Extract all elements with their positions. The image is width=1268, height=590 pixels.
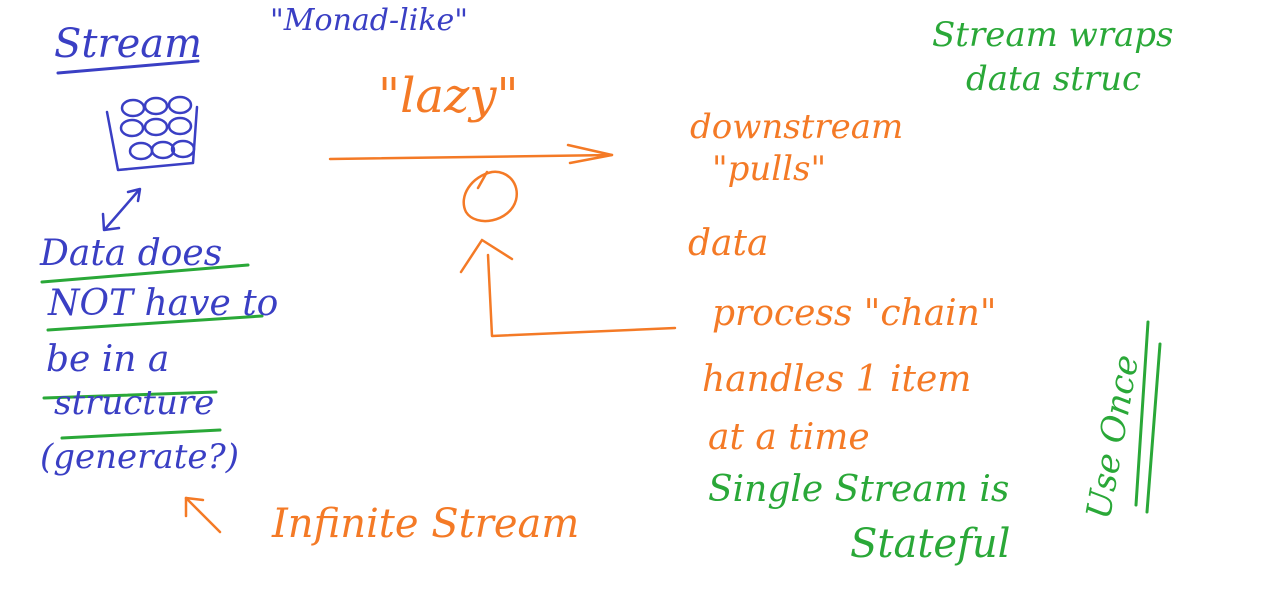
process-chain-line-2: handles 1 item	[702, 359, 972, 400]
data-note-underline-4	[60, 428, 222, 440]
single-stream-line-1: Single Stream is	[708, 469, 1010, 510]
data-note-underline-3	[42, 390, 218, 400]
stream-title: Stream	[54, 21, 203, 67]
monad-like-label: "Monad-like"	[270, 3, 469, 38]
stream-wraps-line-2: data struc	[966, 59, 1142, 99]
data-note-line-1: Data does	[40, 233, 223, 274]
data-container-icon	[105, 95, 199, 172]
infinite-stream-label: Infinite Stream	[272, 501, 580, 547]
process-chain-line-1: process "chain"	[712, 293, 997, 334]
stream-wraps-line-1: Stream wraps	[932, 15, 1174, 55]
stream-underline	[56, 59, 200, 75]
downstream-line-1: downstream	[690, 107, 904, 147]
infinite-stream-arrow	[184, 496, 222, 534]
data-note-underline-2	[46, 314, 264, 332]
single-stream-line-2: Stateful	[850, 521, 1011, 567]
container-link-arrow	[101, 187, 142, 232]
lazy-label: "lazy"	[378, 68, 519, 124]
process-chain-connector	[486, 253, 677, 338]
downstream-line-3: data	[688, 223, 769, 264]
consumer-figure	[459, 170, 519, 274]
data-note-line-4: structure	[54, 383, 215, 423]
data-note-line-2: NOT have to	[48, 283, 279, 324]
use-once-line-2	[1145, 342, 1162, 514]
data-note-underline-1	[40, 263, 250, 284]
downstream-line-2: "pulls"	[712, 149, 827, 189]
use-once-line-1	[1134, 320, 1150, 507]
process-chain-line-3: at a time	[708, 417, 870, 458]
pipeline-arrow	[328, 143, 614, 165]
data-note-line-3: be in a	[46, 339, 170, 380]
data-note-line-5: (generate?)	[40, 437, 239, 477]
